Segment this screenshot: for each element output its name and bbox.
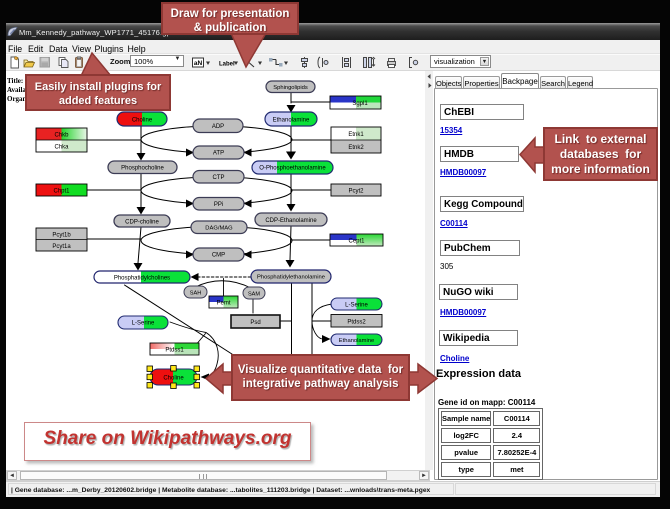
- svg-text:Choline: Choline: [132, 118, 153, 124]
- svg-text:CTP: CTP: [213, 175, 225, 181]
- svg-text:DAG/MAG: DAG/MAG: [205, 226, 233, 232]
- svg-text:Etnk1: Etnk1: [348, 132, 364, 138]
- svg-text:O-Phosphoethanolamine: O-Phosphoethanolamine: [259, 166, 326, 172]
- svg-text:CDP-Ethanolamine: CDP-Ethanolamine: [265, 218, 317, 224]
- svg-text:Choline: Choline: [163, 376, 184, 382]
- svg-text:CMP: CMP: [212, 253, 225, 259]
- svg-text:Sgpl1: Sgpl1: [352, 101, 368, 107]
- svg-text:Ptdss1: Ptdss1: [165, 348, 184, 354]
- svg-text:L-Serine: L-Serine: [132, 321, 155, 327]
- svg-text:Psd: Psd: [250, 320, 260, 326]
- svg-text:L-Serine: L-Serine: [345, 303, 368, 309]
- svg-text:Ethanolamine: Ethanolamine: [273, 118, 310, 124]
- svg-text:Ethanolamine: Ethanolamine: [339, 338, 374, 344]
- svg-text:Pcyt1a: Pcyt1a: [52, 244, 71, 250]
- svg-text:ATP: ATP: [213, 151, 224, 157]
- svg-text:ADP: ADP: [212, 124, 224, 130]
- svg-text:Pemt: Pemt: [216, 301, 230, 307]
- svg-text:Cept1: Cept1: [348, 239, 365, 245]
- svg-text:Pcyt2: Pcyt2: [348, 189, 364, 195]
- svg-text:Chpt1: Chpt1: [53, 189, 70, 195]
- svg-text:aN: aN: [194, 60, 203, 67]
- svg-text:Sphingolipids: Sphingolipids: [273, 85, 308, 91]
- svg-text:Chkb: Chkb: [54, 133, 69, 139]
- svg-text:PPi: PPi: [214, 202, 223, 208]
- svg-text:Pcyt1b: Pcyt1b: [52, 233, 71, 239]
- svg-text:Ptdss2: Ptdss2: [347, 320, 366, 326]
- svg-text:Chka: Chka: [54, 145, 69, 151]
- svg-text:SAH: SAH: [190, 291, 202, 297]
- svg-text:Phosphatidylethanolamine: Phosphatidylethanolamine: [257, 275, 325, 281]
- svg-text:Phosphatidylcholines: Phosphatidylcholines: [114, 276, 170, 282]
- svg-text:SAM: SAM: [248, 292, 260, 298]
- svg-text:Phosphocholine: Phosphocholine: [121, 166, 164, 172]
- svg-text:Label: Label: [219, 62, 235, 68]
- svg-text:CDP-choline: CDP-choline: [125, 220, 159, 226]
- svg-text:Etnk2: Etnk2: [348, 145, 364, 151]
